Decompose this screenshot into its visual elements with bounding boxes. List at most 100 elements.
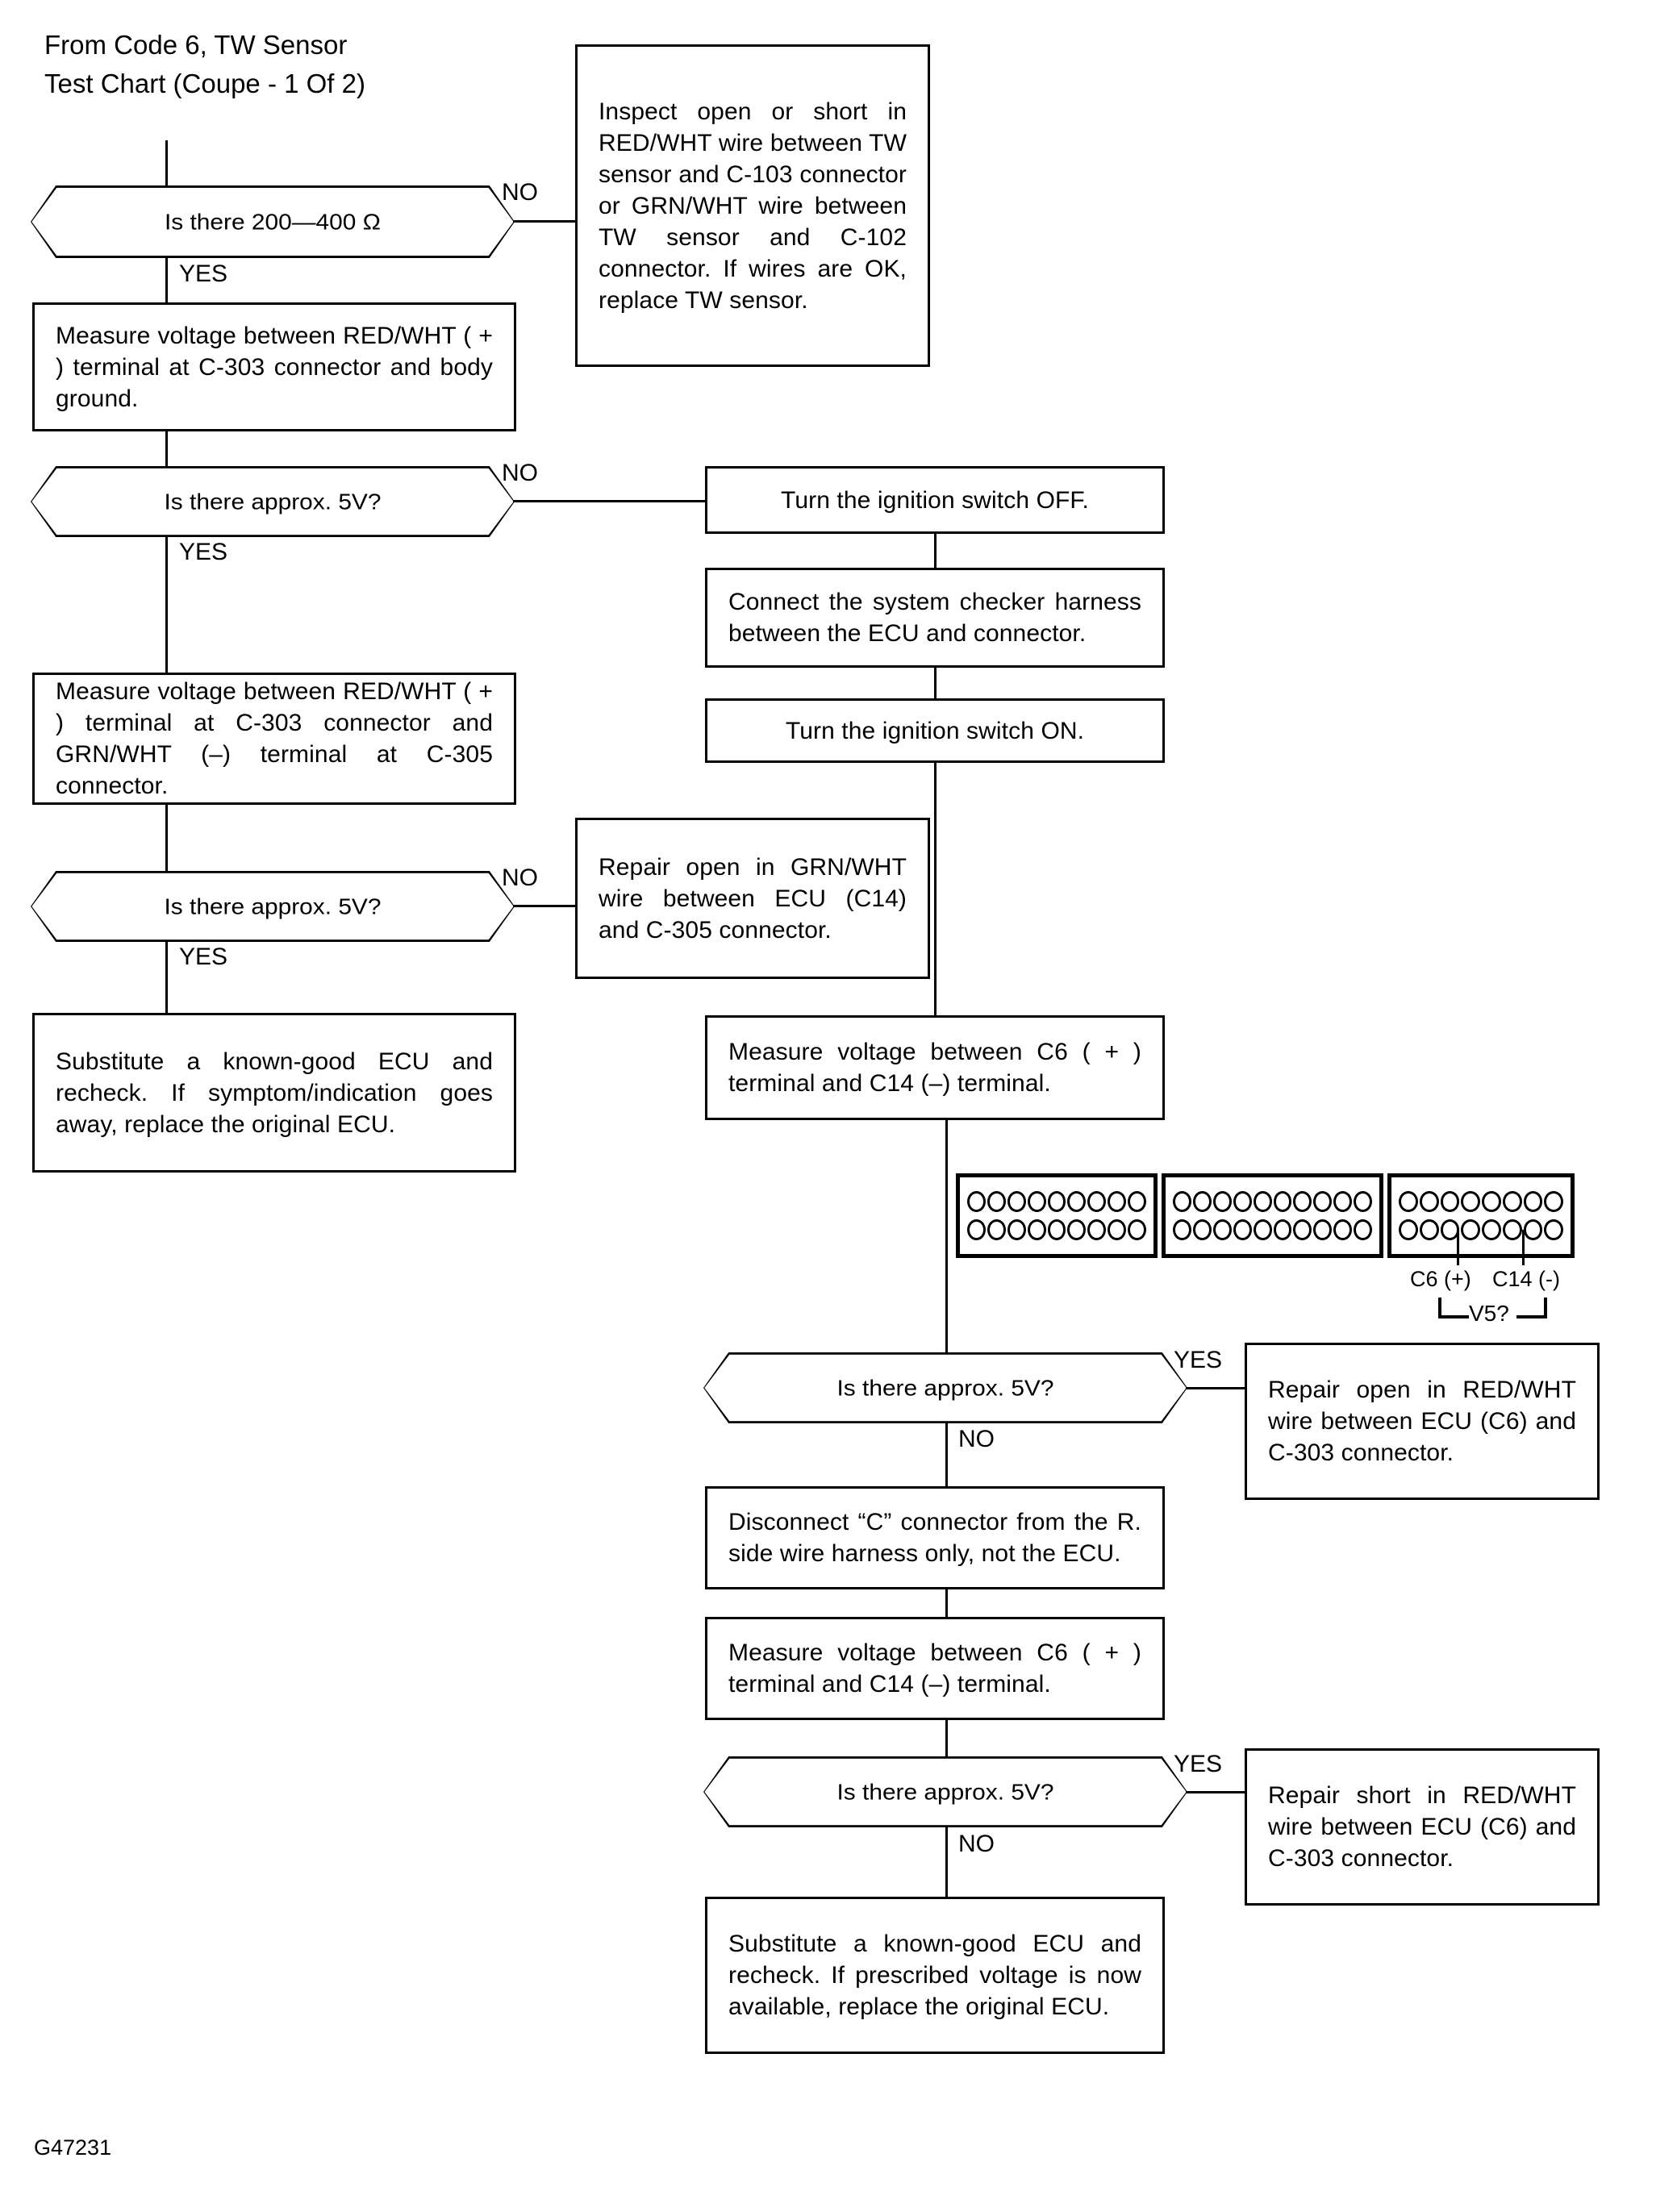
connector-pin bbox=[1273, 1219, 1292, 1240]
decision-5v-grnwht-label: Is there approx. 5V? bbox=[164, 894, 382, 919]
action-repair-open-redwht-label: Repair open in RED/WHT wire between ECU … bbox=[1268, 1377, 1576, 1466]
edge-b6-d3 bbox=[165, 805, 168, 874]
action-ignition-on: Turn the ignition switch ON. bbox=[705, 698, 1165, 763]
connector-pin-c6 bbox=[1399, 1219, 1418, 1240]
action-inspect-tw-sensor-wires: Inspect open or short in RED/WHT wire be… bbox=[575, 44, 930, 367]
action-connect-system-checker-label: Connect the system checker harness betwe… bbox=[728, 589, 1141, 647]
connector-pin-row-top bbox=[1399, 1191, 1563, 1212]
action-ignition-on-label: Turn the ignition switch ON. bbox=[785, 717, 1085, 744]
decision-5v-body-ground-label: Is there approx. 5V? bbox=[164, 489, 382, 514]
edge-label-d5-yes: YES bbox=[1174, 1751, 1223, 1777]
connector-pin bbox=[1233, 1191, 1252, 1212]
connector-pin bbox=[1047, 1191, 1066, 1212]
connector-pin bbox=[987, 1191, 1006, 1212]
connector-pin bbox=[1502, 1219, 1522, 1240]
connector-pin bbox=[987, 1219, 1006, 1240]
ecu-connector-diagram: C6 (+) C14 (-) V5? bbox=[956, 1173, 1593, 1343]
edge-label-d3-yes: YES bbox=[179, 944, 228, 970]
connector-pin bbox=[1333, 1219, 1353, 1240]
edge-label-d2-no: NO bbox=[502, 460, 538, 486]
connector-pin bbox=[967, 1219, 986, 1240]
connector-pin-c14 bbox=[1523, 1219, 1543, 1240]
edge-label-d3-no: NO bbox=[502, 864, 538, 891]
connector-block-middle bbox=[1162, 1173, 1383, 1258]
edge-b4-b5 bbox=[934, 668, 937, 698]
connector-pin bbox=[1419, 1219, 1439, 1240]
connector-pin bbox=[1313, 1191, 1333, 1212]
measurement-value-label: V5? bbox=[1469, 1301, 1509, 1326]
decision-5v-body-ground: Is there approx. 5V? bbox=[31, 466, 515, 537]
edge-d1-yes bbox=[165, 256, 168, 302]
edge-label-d1-no: NO bbox=[502, 179, 538, 206]
action-measure-c6-c14-first: Measure voltage between C6 ( + ) termina… bbox=[705, 1015, 1165, 1120]
connector-pin bbox=[1253, 1219, 1272, 1240]
action-ignition-off: Turn the ignition switch OFF. bbox=[705, 466, 1165, 534]
edge-d5-yes bbox=[1186, 1791, 1246, 1793]
edge-b5-b9 bbox=[934, 763, 937, 1015]
connector-pin bbox=[1399, 1191, 1418, 1212]
action-inspect-tw-sensor-wires-label: Inspect open or short in RED/WHT wire be… bbox=[599, 98, 907, 314]
connector-pin bbox=[1502, 1191, 1522, 1212]
connector-pin-row-bottom bbox=[967, 1219, 1147, 1240]
connector-pin bbox=[1173, 1219, 1191, 1240]
connector-pin-row-top bbox=[1173, 1191, 1373, 1212]
action-substitute-ecu-symptom-label: Substitute a known-good ECU and recheck.… bbox=[56, 1048, 493, 1138]
decision-resistance-range-label: Is there 200—400 Ω bbox=[164, 209, 382, 235]
action-repair-open-redwht: Repair open in RED/WHT wire between ECU … bbox=[1245, 1343, 1600, 1500]
connector-pin bbox=[1108, 1191, 1127, 1212]
decision-5v-c6-c14-second-label: Is there approx. 5V? bbox=[836, 1779, 1054, 1805]
connector-pin bbox=[1293, 1191, 1312, 1212]
action-measure-redwht-grnwht: Measure voltage between RED/WHT ( + ) te… bbox=[32, 673, 516, 805]
connector-pin-row-bottom bbox=[1173, 1219, 1373, 1240]
connector-block-right bbox=[1387, 1173, 1575, 1258]
edge-d4-no bbox=[945, 1422, 948, 1486]
connector-pin bbox=[1087, 1219, 1107, 1240]
connector-pin bbox=[1007, 1219, 1026, 1240]
connector-pin bbox=[1461, 1191, 1480, 1212]
connector-pin bbox=[1192, 1191, 1212, 1212]
decision-5v-grnwht: Is there approx. 5V? bbox=[31, 871, 515, 942]
pin-label-c14: C14 (-) bbox=[1492, 1267, 1561, 1291]
action-repair-open-grnwht-label: Repair open in GRN/WHT wire between ECU … bbox=[599, 853, 907, 944]
action-substitute-ecu-symptom: Substitute a known-good ECU and recheck.… bbox=[32, 1013, 516, 1173]
connector-pin bbox=[1273, 1191, 1292, 1212]
connector-pin bbox=[1482, 1219, 1501, 1240]
action-measure-c6-c14-first-label: Measure voltage between C6 ( + ) termina… bbox=[728, 1039, 1141, 1097]
action-disconnect-c-connector: Disconnect “C” connector from the R. sid… bbox=[705, 1486, 1165, 1589]
action-disconnect-c-connector-label: Disconnect “C” connector from the R. sid… bbox=[728, 1509, 1141, 1567]
connector-pin bbox=[1173, 1191, 1191, 1212]
figure-code: G47231 bbox=[34, 2135, 112, 2160]
connector-pin bbox=[1087, 1191, 1107, 1212]
action-measure-c6-c14-second: Measure voltage between C6 ( + ) termina… bbox=[705, 1617, 1165, 1720]
edge-label-d5-no: NO bbox=[958, 1831, 995, 1857]
edge-d1-no bbox=[513, 220, 578, 223]
pin-lead-c6 bbox=[1457, 1230, 1459, 1265]
connector-pin bbox=[1523, 1191, 1543, 1212]
edge-d3-yes bbox=[165, 940, 168, 1013]
connector-pin bbox=[1027, 1191, 1046, 1212]
connector-pin bbox=[1544, 1219, 1563, 1240]
action-measure-redwht-body-ground: Measure voltage between RED/WHT ( + ) te… bbox=[32, 302, 516, 431]
edge-d2-yes bbox=[165, 535, 168, 673]
connector-pin bbox=[1544, 1191, 1563, 1212]
connector-pin bbox=[1354, 1219, 1373, 1240]
pin-lead-c14 bbox=[1522, 1230, 1525, 1265]
edge-d2-no bbox=[513, 500, 707, 502]
action-measure-redwht-grnwht-label: Measure voltage between RED/WHT ( + ) te… bbox=[56, 678, 493, 799]
edge-d4-yes bbox=[1186, 1387, 1246, 1389]
connector-pin bbox=[1007, 1191, 1026, 1212]
decision-5v-c6-c14-first: Is there approx. 5V? bbox=[703, 1352, 1187, 1423]
edge-b3-b4 bbox=[934, 534, 937, 568]
action-ignition-off-label: Turn the ignition switch OFF. bbox=[781, 486, 1089, 514]
connector-pin-row-bottom bbox=[1399, 1219, 1563, 1240]
page-title: From Code 6, TW Sensor Test Chart (Coupe… bbox=[44, 30, 365, 98]
connector-pin bbox=[1027, 1219, 1046, 1240]
connector-pin bbox=[1128, 1191, 1147, 1212]
edge-b11-b12 bbox=[945, 1589, 948, 1617]
measurement-bracket bbox=[1438, 1298, 1547, 1323]
connector-pin bbox=[1067, 1191, 1087, 1212]
connector-pin bbox=[1233, 1219, 1252, 1240]
pin-label-c6: C6 (+) bbox=[1410, 1267, 1471, 1291]
connector-pin-row-top bbox=[967, 1191, 1147, 1212]
decision-5v-c6-c14-first-label: Is there approx. 5V? bbox=[836, 1375, 1054, 1401]
